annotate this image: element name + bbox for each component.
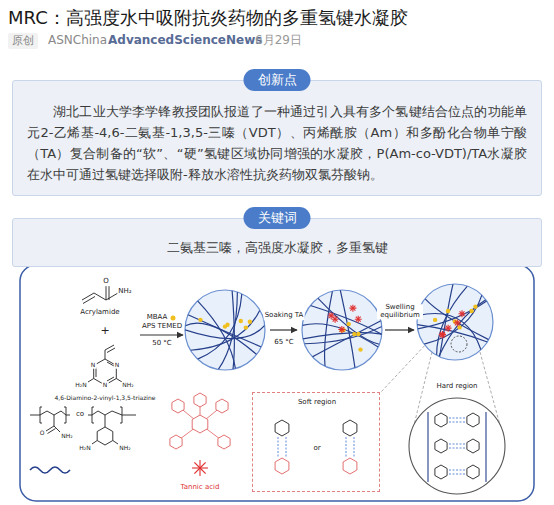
keyword-panel: 二氨基三嗪，高强度水凝胶，多重氢键关键词 <box>12 218 542 267</box>
tannic-acid-symbol <box>199 468 200 476</box>
node-text: 湖北工业大学李学锋教授团队报道了一种通过引入具有多个氢键结合位点的功能单元2-乙… <box>27 101 527 185</box>
scheme-label: 65 °C <box>273 339 295 347</box>
polymer-chain-symbol <box>30 467 70 473</box>
hard-region-outline <box>405 380 509 500</box>
tannic-acid-symbol <box>457 320 459 322</box>
scheme-label: O <box>39 430 46 437</box>
scheme-label: NH₂ <box>117 288 132 296</box>
node-text: 二氨基三嗪，高强度水凝胶，多重氢键 <box>27 237 527 258</box>
triazine-structure <box>88 345 122 385</box>
tannic-acid-symbol <box>462 311 464 313</box>
meta-text: AdvancedScienceNews <box>108 34 262 47</box>
tannic-acid-symbol <box>335 317 337 319</box>
tannic-acid-symbol <box>358 317 360 319</box>
node-text: 创新点 <box>258 71 297 89</box>
scheme-label: NH₂ <box>121 382 134 389</box>
scheme-label: Acrylamide <box>79 309 120 317</box>
scheme-label: 4,6-Diamino-2-vinyl-1,3,5-triazine <box>53 395 156 402</box>
tannic-acid-symbol <box>199 460 200 468</box>
scheme-frame <box>20 265 534 501</box>
scheme-label: NH₂ <box>60 433 73 440</box>
tannic-acid-structure <box>170 393 230 449</box>
scheme-label: N <box>102 382 109 389</box>
tannic-acid-symbol <box>331 313 333 315</box>
tannic-acid-symbol <box>342 327 344 329</box>
hydrogel-network <box>417 284 493 360</box>
scheme-label: Tannic acid <box>180 484 221 492</box>
meta-text: ASNChina <box>48 34 107 47</box>
node-text: Hard region <box>435 382 478 390</box>
scheme-label: APS TEMED <box>141 323 183 331</box>
scheme-label: NH₂ <box>118 445 131 452</box>
tannic-acid-symbol <box>448 326 450 328</box>
tannic-acid-symbol <box>194 468 200 474</box>
section-badge: 创新点 <box>244 69 311 91</box>
tannic-acid-symbol <box>353 306 355 308</box>
hard-region-structures <box>428 412 486 482</box>
scheme-label: co <box>75 411 85 419</box>
scheme-label: MBAA <box>146 314 169 322</box>
scheme-label: + <box>99 325 110 337</box>
copolymer-structure <box>30 407 136 445</box>
node-text: 原创 <box>12 34 34 48</box>
node-text: Soft region <box>297 398 337 406</box>
crosslinker-dot <box>171 316 176 321</box>
original-tag: 原创 <box>8 33 38 49</box>
scheme-label: N <box>114 362 121 369</box>
section-badge: 关键词 <box>244 207 311 229</box>
soft-region-box: Soft region or <box>252 392 380 492</box>
tannic-acid-symbol <box>200 468 206 474</box>
scheme-label: N <box>90 362 97 369</box>
hard-region-circle: Hard region <box>405 380 509 500</box>
tannic-acid-symbol <box>442 332 444 334</box>
scheme-label: H₂N <box>78 445 91 452</box>
tannic-acid-symbol <box>200 462 206 468</box>
acrylamide-structure <box>82 286 118 304</box>
scheme-label: O <box>102 278 110 286</box>
node-text: 关键词 <box>258 209 297 227</box>
scheme-label: Swelling equilibrium <box>377 304 423 319</box>
node-subtext: or <box>312 444 321 452</box>
innovation-panel: 湖北工业大学李学锋教授团队报道了一种通过引入具有多个氢键结合位点的功能单元2-乙… <box>12 80 542 196</box>
hydrogel-network <box>302 290 382 370</box>
article-title: MRC：高强度水中吸附抗炎药物的多重氢键水凝胶 <box>8 6 408 30</box>
scheme-label: H₂N <box>74 382 87 389</box>
scheme-label: 50 °C <box>151 340 173 348</box>
tannic-acid-symbol <box>200 467 208 468</box>
tannic-acid-symbol <box>194 462 200 468</box>
soft-region-structures <box>275 420 357 474</box>
meta-text: 6月29日 <box>255 34 302 47</box>
tannic-acid-symbol <box>442 335 444 337</box>
hydrogel-network <box>185 290 265 370</box>
scheme-label: Soaking TA <box>264 312 305 320</box>
generated-structures <box>170 284 493 482</box>
tannic-acid-symbol <box>192 467 200 468</box>
